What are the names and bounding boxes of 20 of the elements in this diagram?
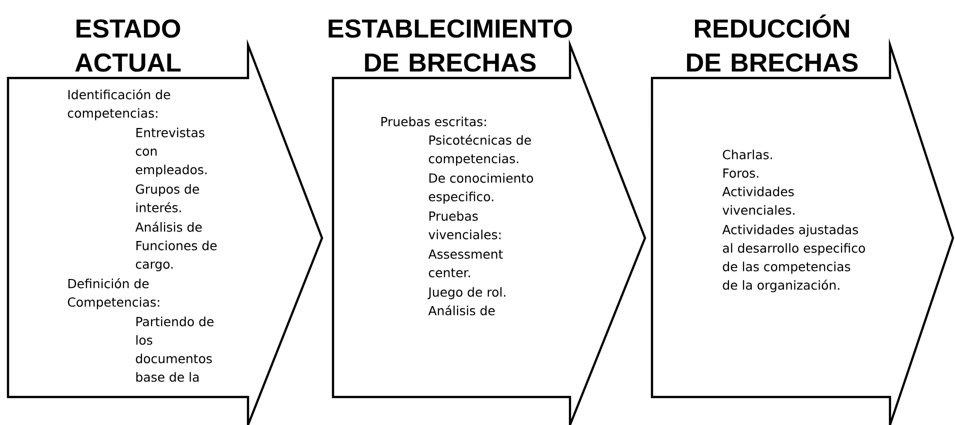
list-item: Foros. <box>723 168 758 178</box>
list-item: Actividades vivenciales. <box>722 186 794 215</box>
list-item: Partiendo de los documentos base de la <box>136 316 214 382</box>
list-item: Juego de rol. <box>428 287 506 300</box>
list-item: Charlas. <box>722 150 772 160</box>
list-item: Análisis de Funciones de cargo. <box>135 222 217 272</box>
heading-text: ESTADO ACTUAL <box>75 19 181 72</box>
list-item: Pruebas vivenciales: <box>428 211 501 240</box>
list-item: Entrevistas con empleados. <box>136 128 207 177</box>
list-item: De conocimiento especifico. <box>428 173 534 204</box>
list-item: Grupos de interés. <box>136 184 199 212</box>
heading-text: ESTABLECIMIENTO DE BRECHAS <box>328 19 572 72</box>
list-item: Psicotécnicas de competencias. <box>428 134 531 166</box>
list-item: Análisis de <box>428 305 495 316</box>
heading-text: REDUCCIÓN DE BRECHAS <box>687 14 858 72</box>
list-item: Identificación de competencias: <box>68 89 170 120</box>
list-item: Assessment center. <box>428 250 503 278</box>
list-item: Pruebas escritas: <box>381 116 486 126</box>
list-item: Definición de Competencias: <box>68 278 160 310</box>
list-item: Actividades ajustadas al desarrollo especifico de las competencias de la organización. <box>722 224 865 292</box>
